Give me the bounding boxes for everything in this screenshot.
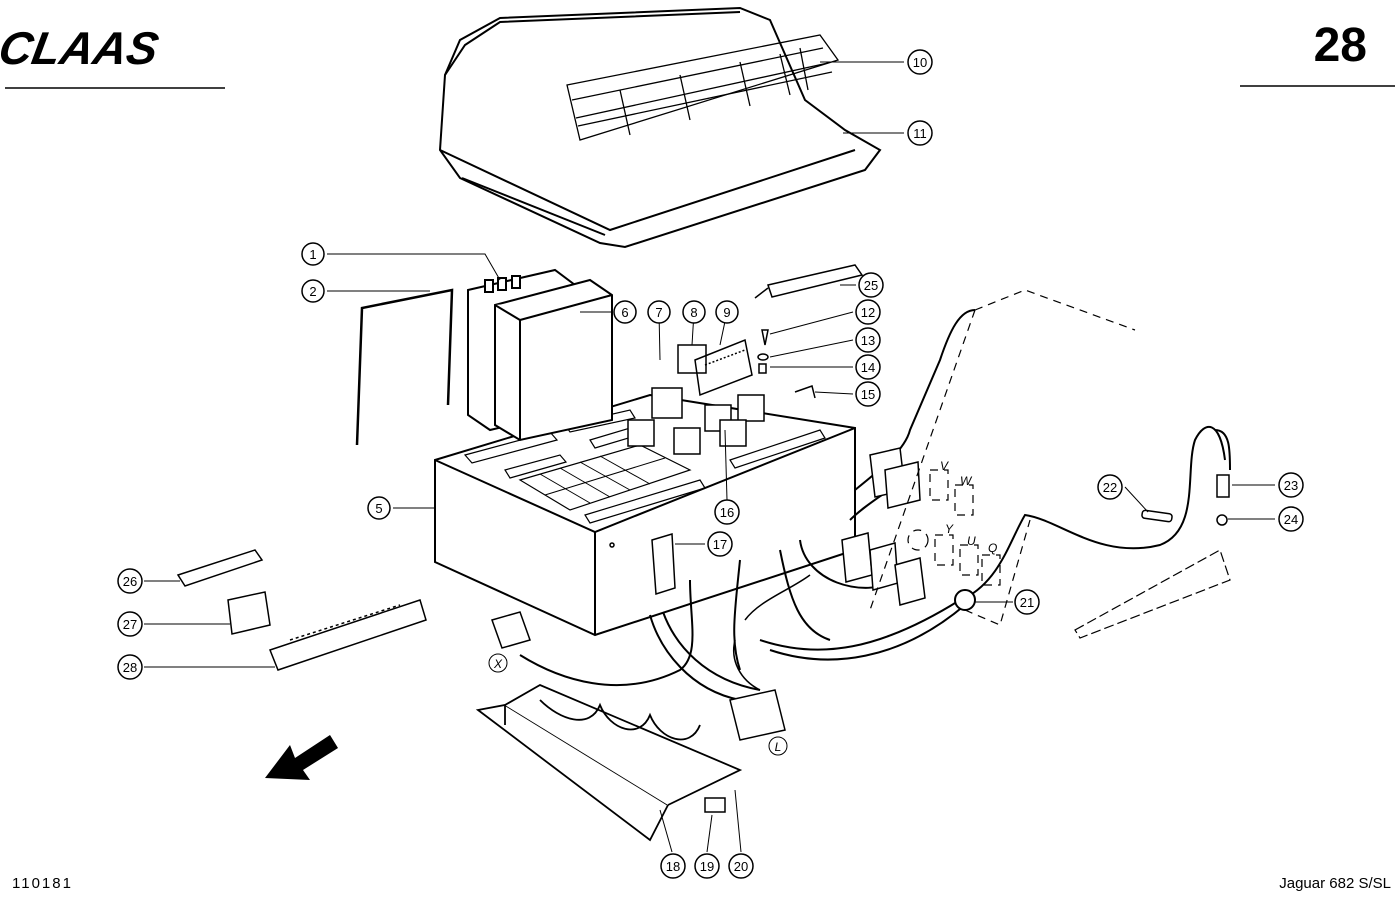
svg-text:2: 2 — [309, 284, 316, 299]
svg-text:1: 1 — [309, 247, 316, 262]
svg-text:6: 6 — [621, 305, 628, 320]
grommet — [954, 589, 976, 611]
clip — [704, 797, 726, 813]
electronic-modules — [467, 268, 613, 442]
model-name: Jaguar 682 S/SL — [1279, 875, 1391, 892]
cover-plate — [475, 683, 743, 842]
label-q: Q — [988, 541, 997, 555]
label-v: V — [940, 459, 949, 473]
svg-text:28: 28 — [123, 660, 137, 675]
callout-7: 7 — [647, 300, 671, 324]
svg-text:14: 14 — [861, 360, 875, 375]
page-number: 28 — [1313, 19, 1367, 72]
control-box-cover — [438, 6, 882, 249]
direction-arrow-icon — [265, 735, 338, 780]
callout-25: 25 — [858, 272, 884, 298]
svg-text:5: 5 — [375, 501, 382, 516]
svg-text:8: 8 — [690, 305, 697, 320]
callout-24: 24 — [1278, 506, 1304, 532]
callout-15: 15 — [855, 381, 881, 407]
document-number: 110181 — [12, 875, 73, 892]
svg-text:10: 10 — [913, 55, 927, 70]
callout-20: 20 — [728, 853, 754, 879]
callout-8: 8 — [682, 300, 706, 324]
svg-text:X: X — [493, 657, 503, 671]
callout-18: 18 — [660, 853, 686, 879]
svg-text:24: 24 — [1284, 512, 1298, 527]
fuse-strip — [694, 338, 753, 397]
callout-9: 9 — [715, 300, 739, 324]
svg-text:22: 22 — [1103, 480, 1117, 495]
svg-text:7: 7 — [655, 305, 662, 320]
terminal-bracket — [609, 533, 676, 596]
callout-11: 11 — [907, 120, 933, 146]
svg-text:16: 16 — [720, 505, 734, 520]
svg-text:11: 11 — [913, 126, 927, 141]
callout-10: 10 — [907, 49, 933, 75]
callout-21: 21 — [1014, 589, 1040, 615]
decal-panel — [566, 34, 840, 141]
cable-sleeve — [733, 574, 811, 691]
callout-16: 16 — [714, 499, 740, 525]
svg-text:27: 27 — [123, 617, 137, 632]
svg-text:9: 9 — [723, 305, 730, 320]
callout-5: 5 — [367, 496, 391, 520]
label-u: U — [967, 534, 976, 548]
svg-text:23: 23 — [1284, 478, 1298, 493]
svg-text:15: 15 — [861, 387, 875, 402]
svg-text:12: 12 — [861, 305, 875, 320]
small-hardware — [757, 329, 816, 399]
dashed-mounting-outline — [869, 289, 1136, 626]
callout-17: 17 — [707, 531, 733, 557]
label-x: X — [488, 653, 508, 673]
claas-logo-text: CLAAS — [0, 22, 163, 74]
svg-text:21: 21 — [1020, 595, 1034, 610]
label-w: W — [960, 474, 973, 488]
leader-lines — [144, 61, 1275, 853]
svg-text:18: 18 — [666, 859, 680, 874]
callout-22: 22 — [1097, 474, 1123, 500]
label-l: L — [768, 736, 788, 756]
svg-text:20: 20 — [734, 859, 748, 874]
svg-text:26: 26 — [123, 574, 137, 589]
svg-text:17: 17 — [713, 537, 727, 552]
sensor-parts — [1141, 474, 1230, 526]
callout-28: 28 — [117, 654, 143, 680]
label-y: Y — [945, 522, 954, 536]
callout-12: 12 — [855, 299, 881, 325]
svg-text:25: 25 — [864, 278, 878, 293]
callout-13: 13 — [855, 327, 881, 353]
callout-23: 23 — [1278, 472, 1304, 498]
connector-bar — [754, 264, 864, 299]
callouts: 1 2 5 6 7 8 9 10 11 12 13 14 15 16 17 18… — [117, 49, 1304, 879]
claas-logo: CLAAS — [0, 22, 225, 89]
callout-19: 19 — [694, 853, 720, 879]
callout-2: 2 — [301, 279, 325, 303]
svg-text:13: 13 — [861, 333, 875, 348]
lever-outline — [1074, 549, 1231, 639]
left-connectors — [176, 549, 427, 671]
svg-text:L: L — [775, 740, 782, 754]
callout-1: 1 — [301, 242, 325, 266]
svg-text:19: 19 — [700, 859, 714, 874]
callout-26: 26 — [117, 568, 143, 594]
mounting-bracket — [355, 288, 454, 446]
letter-labels: V W Y U Q X L — [488, 459, 997, 756]
relays — [627, 344, 765, 455]
callout-27: 27 — [117, 611, 143, 637]
callout-6: 6 — [613, 300, 637, 324]
callout-14: 14 — [855, 354, 881, 380]
connector-plugs — [491, 447, 926, 741]
